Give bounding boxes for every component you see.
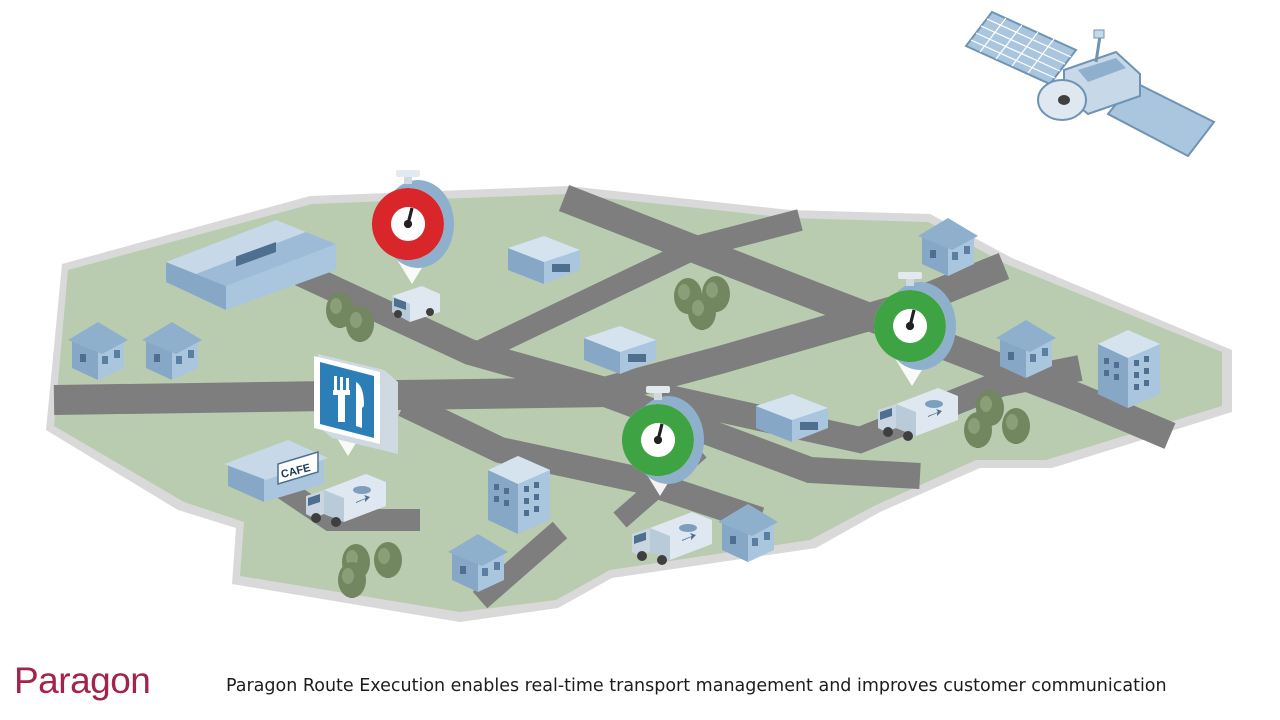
office-building [488, 456, 550, 534]
stopwatch-icon [872, 270, 958, 372]
tree [346, 306, 374, 342]
tree [374, 542, 402, 578]
stopwatch-icon [370, 168, 456, 270]
warehouse [166, 220, 336, 310]
satellite-icon [964, 10, 1216, 158]
tree [964, 412, 992, 448]
tree [338, 562, 366, 598]
caption-text: Paragon Route Execution enables real-tim… [226, 676, 1167, 696]
van [392, 286, 440, 322]
office-building [1098, 330, 1160, 408]
cafe-building: CAFE [224, 440, 328, 502]
tree [1002, 408, 1030, 444]
delivery-map-illustration: CAFE [46, 10, 1232, 622]
restaurant-sign-icon [314, 354, 398, 454]
tree [688, 294, 716, 330]
paragon-logo: Paragon [14, 660, 151, 701]
stopwatch-icon [620, 384, 706, 486]
